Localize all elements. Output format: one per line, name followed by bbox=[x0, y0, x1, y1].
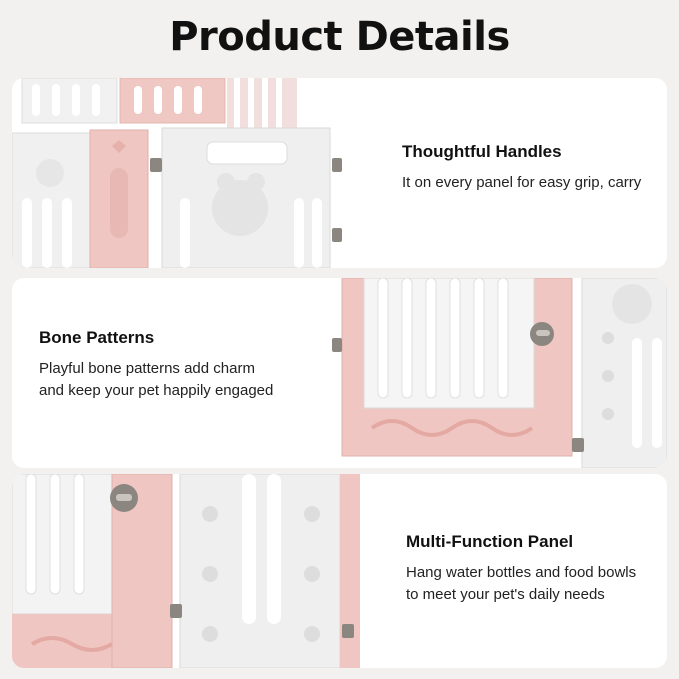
page-title: Product Details bbox=[169, 14, 510, 60]
feature-title: Thoughtful Handles bbox=[402, 142, 562, 161]
feature-card-multi-function: Multi-Function Panel Hang water bottles … bbox=[12, 474, 667, 668]
feature-title: Multi-Function Panel bbox=[406, 532, 574, 551]
playpen-door-photo bbox=[332, 278, 667, 468]
feature-card-handles: Thoughtful Handles It on every panel for… bbox=[12, 78, 667, 268]
feature-description: Hang water bottles and food bowls to mee… bbox=[406, 564, 637, 603]
feature-description: Playful bone patterns add charm and keep… bbox=[39, 360, 274, 399]
playpen-panel-photo bbox=[12, 474, 360, 668]
feature-title: Bone Patterns bbox=[39, 328, 155, 347]
feature-card-bone-patterns: Bone Patterns Playful bone patterns add … bbox=[12, 278, 667, 468]
feature-description: It on every panel for easy grip, carry bbox=[402, 174, 642, 191]
playpen-handles-photo bbox=[12, 78, 342, 268]
